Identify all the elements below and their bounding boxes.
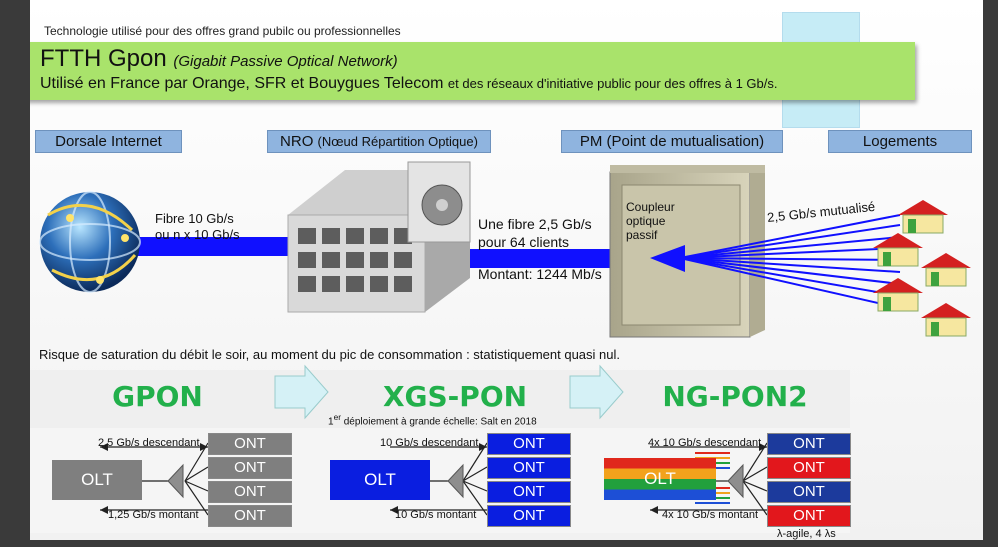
network-diagram bbox=[39, 161, 971, 338]
splitter-icon bbox=[447, 463, 464, 499]
tab-pm: PM (Point de mutualisation) bbox=[561, 130, 783, 153]
house-icon bbox=[921, 303, 971, 337]
subtitle-rest: et des réseaux d'initiative public pour … bbox=[447, 76, 778, 91]
xgs-ont: ONT bbox=[487, 433, 571, 455]
ng-down-label: 4x 10 Gb/s descendant bbox=[648, 437, 762, 449]
fibre-label-line1: Fibre 10 Gb/s bbox=[155, 211, 234, 226]
xgs-up-label: 10 Gb/s montant bbox=[395, 509, 477, 521]
xgs-down-label: 10 Gb/s descendant bbox=[380, 437, 479, 449]
gpon-up-label: 1,25 Gb/s montant bbox=[108, 509, 199, 521]
slide: Technologie utilisé pour des offres gran… bbox=[30, 0, 983, 540]
tab-dorsale: Dorsale Internet bbox=[35, 130, 182, 153]
house-icon bbox=[921, 253, 971, 287]
ng-ont: ONT bbox=[767, 433, 851, 455]
tab-nro-label: NRO bbox=[280, 133, 314, 150]
arrow-right-icon bbox=[569, 364, 624, 420]
xgs-olt: OLT bbox=[330, 460, 430, 500]
une-fibre-label: Une fibre 2,5 Gb/s pour 64 clients bbox=[478, 215, 592, 251]
une-fibre-line1: Une fibre 2,5 Gb/s bbox=[478, 216, 592, 232]
house-icon bbox=[873, 278, 923, 312]
fibre-label: Fibre 10 Gb/s ou n x 10 Gb/s bbox=[155, 211, 240, 243]
globe-icon bbox=[39, 191, 141, 293]
house-icon bbox=[873, 233, 923, 267]
gpon-down-label: 2,5 Gb/s descendant bbox=[98, 437, 200, 449]
top-note: Technologie utilisé pour des offres gran… bbox=[44, 24, 401, 38]
ng-ont: ONT bbox=[767, 481, 851, 503]
tab-nro-detail: (Nœud Répartition Optique) bbox=[317, 134, 478, 149]
tab-nro: NRO (Nœud Répartition Optique) bbox=[267, 130, 491, 153]
title-banner: FTTH Gpon (Gigabit Passive Optical Netwo… bbox=[30, 42, 915, 100]
xgs-ont: ONT bbox=[487, 481, 571, 503]
arrow-right-icon bbox=[274, 364, 329, 420]
gpon-ont: ONT bbox=[208, 481, 292, 503]
gpon-olt: OLT bbox=[52, 460, 142, 500]
ng-olt: OLT bbox=[604, 458, 716, 500]
fibre-label-line2: ou n x 10 Gb/s bbox=[155, 227, 240, 242]
gpon-ont: ONT bbox=[208, 433, 292, 455]
splitter-icon bbox=[727, 463, 744, 499]
page-title: FTTH Gpon bbox=[40, 45, 167, 72]
xgs-ont: ONT bbox=[487, 505, 571, 527]
gpon-ont: ONT bbox=[208, 505, 292, 527]
subtitle-main: Utilisé en France par Orange, SFR et Bou… bbox=[40, 75, 444, 92]
tab-logements: Logements bbox=[828, 130, 972, 153]
montant-label: Montant: 1244 Mb/s bbox=[478, 266, 602, 282]
note-ordinal-suffix: er bbox=[333, 412, 341, 422]
house-icon bbox=[898, 200, 948, 234]
ng-pon2-title: NG-PON2 bbox=[662, 380, 808, 413]
note-ordinal: 1 bbox=[328, 416, 334, 428]
generation-arrows bbox=[274, 364, 624, 420]
gpon-ont: ONT bbox=[208, 457, 292, 479]
ng-ont: ONT bbox=[767, 505, 851, 527]
risk-note: Risque de saturation du débit le soir, a… bbox=[39, 347, 620, 362]
split-fibres bbox=[679, 214, 901, 309]
nro-building-icon bbox=[287, 161, 471, 313]
ng-footer-label: λ-agile, 4 λs bbox=[777, 528, 836, 540]
xgs-ont: ONT bbox=[487, 457, 571, 479]
ng-ont: ONT bbox=[767, 457, 851, 479]
gpon-title: GPON bbox=[112, 380, 203, 413]
une-fibre-line2: pour 64 clients bbox=[478, 234, 570, 250]
coupler-arrow-icon bbox=[650, 245, 685, 272]
title-expansion: (Gigabit Passive Optical Network) bbox=[173, 53, 398, 70]
coupleur-label: Coupleur optique passif bbox=[626, 200, 675, 242]
xgs-deployment-note: 1er déploiement à grande échelle: Salt e… bbox=[328, 412, 537, 427]
ng-up-label: 4x 10 Gb/s montant bbox=[662, 509, 758, 521]
splitter-icon bbox=[167, 463, 184, 499]
xgs-pon-title: XGS-PON bbox=[382, 380, 528, 413]
generation-strip bbox=[30, 370, 850, 430]
note-text: déploiement à grande échelle: Salt en 20… bbox=[343, 416, 537, 428]
pon-lines bbox=[100, 442, 768, 516]
